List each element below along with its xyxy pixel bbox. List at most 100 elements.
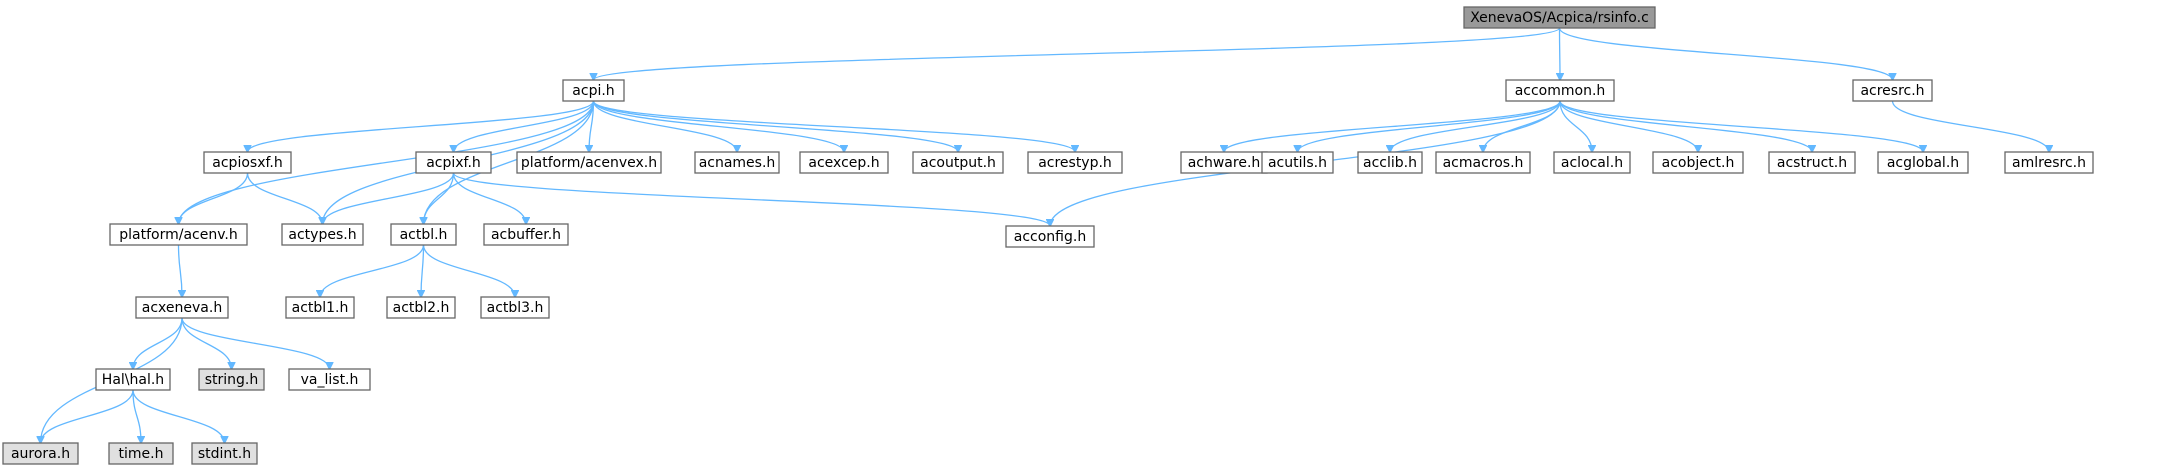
node-acstruct[interactable]: acstruct.h: [1768, 151, 1856, 174]
edge-acpi-to-actbl: [424, 100, 595, 224]
node-box: [1505, 79, 1615, 102]
edge-acxeneva-to-string: [181, 317, 232, 369]
node-string: string.h: [198, 368, 265, 391]
node-box: [191, 442, 258, 465]
node-box: [1005, 225, 1095, 248]
edge-acpixf-to-actypes: [323, 172, 455, 224]
edge-root-to-accommon: [1560, 27, 1561, 80]
node-acpixf[interactable]: acpixf.h: [415, 151, 492, 174]
node-acrestyp[interactable]: acrestyp.h: [1027, 151, 1123, 174]
node-box: [1652, 151, 1744, 174]
node-achware[interactable]: achware.h: [1180, 151, 1268, 174]
edge-actbl-to-actbl1: [320, 244, 425, 297]
node-box: [483, 223, 569, 246]
node-label: acclib.h: [1363, 155, 1417, 171]
node-label: acnames.h: [699, 155, 776, 171]
node-aclocal[interactable]: aclocal.h: [1553, 151, 1631, 174]
edge-acpi-to-platform_acenvex: [589, 100, 595, 152]
edge-root-to-acpi: [594, 27, 1561, 80]
node-label: actbl2.h: [393, 300, 450, 316]
node-root[interactable]: XenevaOS/Acpica/rsinfo.c: [1463, 6, 1656, 29]
node-box: [198, 368, 265, 391]
node-actbl3[interactable]: actbl3.h: [480, 296, 550, 319]
edge-accommon-to-acclib: [1390, 100, 1561, 152]
node-label: acconfig.h: [1014, 229, 1086, 245]
edge-platform_acenv-to-acxeneva: [177, 244, 183, 297]
edge-acpixf-to-actbl: [424, 172, 455, 224]
node-time: time.h: [108, 442, 174, 465]
node-label: acstruct.h: [1777, 155, 1847, 171]
node-acobject[interactable]: acobject.h: [1652, 151, 1744, 174]
edge-acpi-to-acexcep: [592, 100, 845, 152]
edge-acresrc-to-amlresrc: [1891, 100, 2050, 152]
node-box: [386, 296, 456, 319]
node-acresrc[interactable]: acresrc.h: [1852, 79, 1933, 102]
node-label: actbl1.h: [292, 300, 349, 316]
node-label: amlresrc.h: [2012, 155, 2086, 171]
node-acclib[interactable]: acclib.h: [1357, 151, 1423, 174]
node-box: [288, 368, 371, 391]
node-acmacros[interactable]: acmacros.h: [1435, 151, 1531, 174]
node-box: [1027, 151, 1123, 174]
node-amlresrc[interactable]: amlresrc.h: [2004, 151, 2094, 174]
node-acpi[interactable]: acpi.h: [562, 79, 625, 102]
node-box: [1852, 79, 1933, 102]
node-box: [95, 368, 171, 391]
node-box: [1435, 151, 1531, 174]
node-acpiosxf[interactable]: acpiosxf.h: [203, 151, 292, 174]
node-acbuffer[interactable]: acbuffer.h: [483, 223, 569, 246]
node-box: [694, 151, 780, 174]
node-label: actbl.h: [400, 227, 448, 243]
node-acconfig[interactable]: acconfig.h: [1005, 225, 1095, 248]
node-accommon[interactable]: accommon.h: [1505, 79, 1615, 102]
node-platform-acenv[interactable]: platform/acenv.h: [109, 223, 248, 246]
node-label: string.h: [205, 372, 259, 388]
edge-acpiosxf-to-platform_acenv: [179, 172, 249, 224]
node-box: [480, 296, 550, 319]
node-box: [1463, 6, 1656, 29]
node-label: platform/acenvex.h: [521, 155, 657, 171]
node-box: [109, 223, 248, 246]
node-stdint: stdint.h: [191, 442, 258, 465]
edge-actbl-to-actbl3: [422, 244, 516, 297]
node-acnames[interactable]: acnames.h: [694, 151, 780, 174]
node-actbl[interactable]: actbl.h: [390, 223, 457, 246]
node-acglobal[interactable]: acglobal.h: [1877, 151, 1969, 174]
node-label: acmacros.h: [1443, 155, 1524, 171]
node-aurora: aurora.h: [2, 442, 79, 465]
node-hal[interactable]: Hal\hal.h: [95, 368, 171, 391]
node-acutils[interactable]: acutils.h: [1261, 151, 1334, 174]
edge-hal-to-stdint: [132, 389, 225, 443]
edge-acpixf-to-acconfig: [452, 172, 1051, 226]
edge-acpi-to-acnames: [592, 100, 738, 152]
node-label: acrestyp.h: [1038, 155, 1112, 171]
edge-acpixf-to-acbuffer: [452, 172, 527, 224]
node-label: acoutput.h: [920, 155, 996, 171]
node-label: stdint.h: [198, 446, 251, 462]
node-box: [1553, 151, 1631, 174]
node-acxeneva[interactable]: acxeneva.h: [135, 296, 229, 319]
edge-acxeneva-to-va_list: [181, 317, 330, 369]
node-label: aclocal.h: [1561, 155, 1623, 171]
node-box: [1357, 151, 1423, 174]
edge-acpi-to-acpixf: [454, 100, 595, 152]
node-va-list[interactable]: va_list.h: [288, 368, 371, 391]
node-label: acpi.h: [572, 83, 614, 99]
node-actbl1[interactable]: actbl1.h: [285, 296, 355, 319]
node-box: [799, 151, 889, 174]
node-box: [390, 223, 457, 246]
node-acoutput[interactable]: acoutput.h: [912, 151, 1004, 174]
node-label: actypes.h: [288, 227, 356, 243]
node-actbl2[interactable]: actbl2.h: [386, 296, 456, 319]
node-acexcep[interactable]: acexcep.h: [799, 151, 889, 174]
node-label: acbuffer.h: [491, 227, 561, 243]
edge-acpi-to-acoutput: [592, 100, 959, 152]
node-actypes[interactable]: actypes.h: [281, 223, 364, 246]
node-label: acpiosxf.h: [212, 155, 282, 171]
edge-acpi-to-acpiosxf: [248, 100, 595, 152]
node-label: time.h: [119, 446, 164, 462]
edge-accommon-to-acutils: [1298, 100, 1561, 152]
node-platform-acenvex[interactable]: platform/acenvex.h: [516, 151, 662, 174]
node-box: [516, 151, 662, 174]
